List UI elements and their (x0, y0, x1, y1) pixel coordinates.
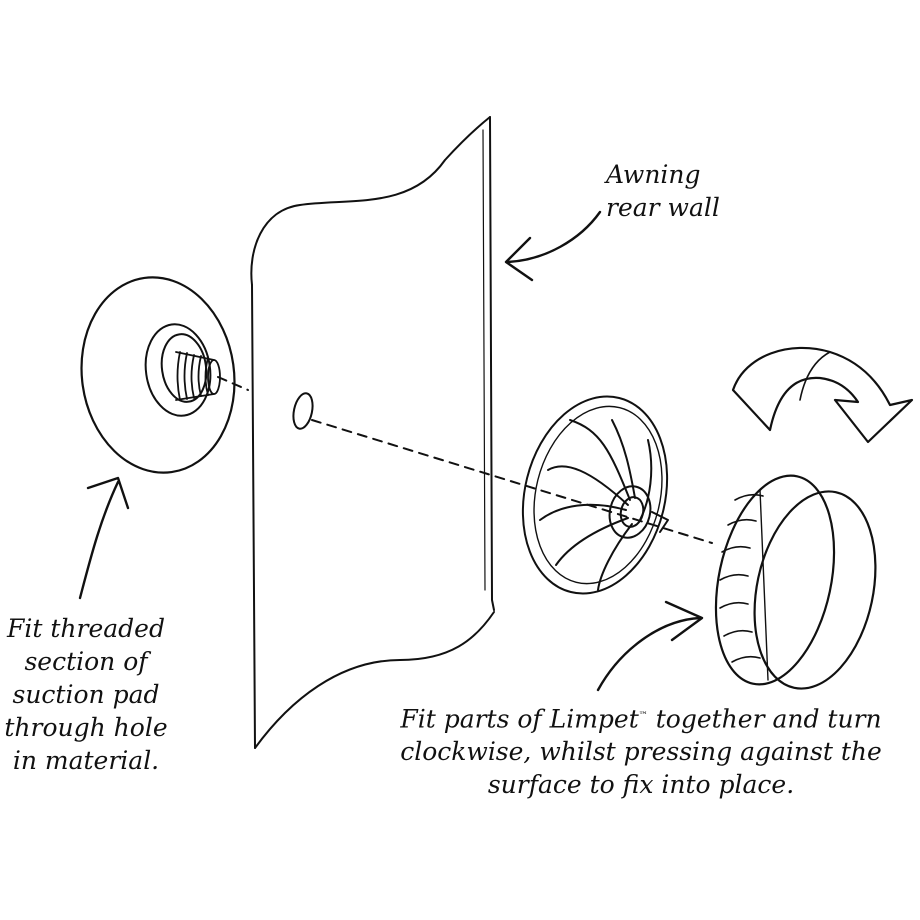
alignment-line (217, 376, 713, 544)
trademark-mark: ™ (638, 711, 648, 721)
suction-pad-instruction: Fit threaded section of suction pad thro… (2, 612, 170, 777)
threaded-section (175, 351, 221, 401)
instruction-line: section of (24, 647, 148, 676)
awning-rear-wall (250, 116, 495, 749)
curved-rotate-arrow-icon (731, 346, 914, 444)
instruction-text: together and turn (647, 704, 882, 734)
instruction-line: clockwise, whilst pressing against the (400, 737, 882, 767)
instruction-line: in material. (12, 746, 160, 775)
pointer-arrow-icon (504, 210, 602, 282)
awning-rear-wall-label: Awning rear wall (606, 158, 720, 224)
pointer-arrow-icon (596, 600, 704, 692)
limpet-instruction: Fit parts of Limpet™ together and turn c… (376, 700, 906, 801)
awning-label-line: rear wall (606, 193, 720, 222)
instruction-text: Fit parts of Limpet (400, 704, 639, 734)
instruction-line: through hole (4, 713, 168, 742)
limpet-knob (714, 474, 877, 690)
hole-in-material (292, 392, 314, 430)
instruction-line: Fit parts of Limpet™ together and turn (376, 700, 906, 735)
instruction-line: suction pad (12, 680, 160, 709)
awning-label-line: Awning (606, 160, 701, 189)
suction-pad (80, 276, 236, 474)
limpet-base (521, 395, 669, 595)
pointer-arrow-icon (78, 476, 130, 600)
instruction-line: surface to fix into place. (487, 770, 795, 800)
instruction-line: Fit threaded (7, 614, 165, 643)
